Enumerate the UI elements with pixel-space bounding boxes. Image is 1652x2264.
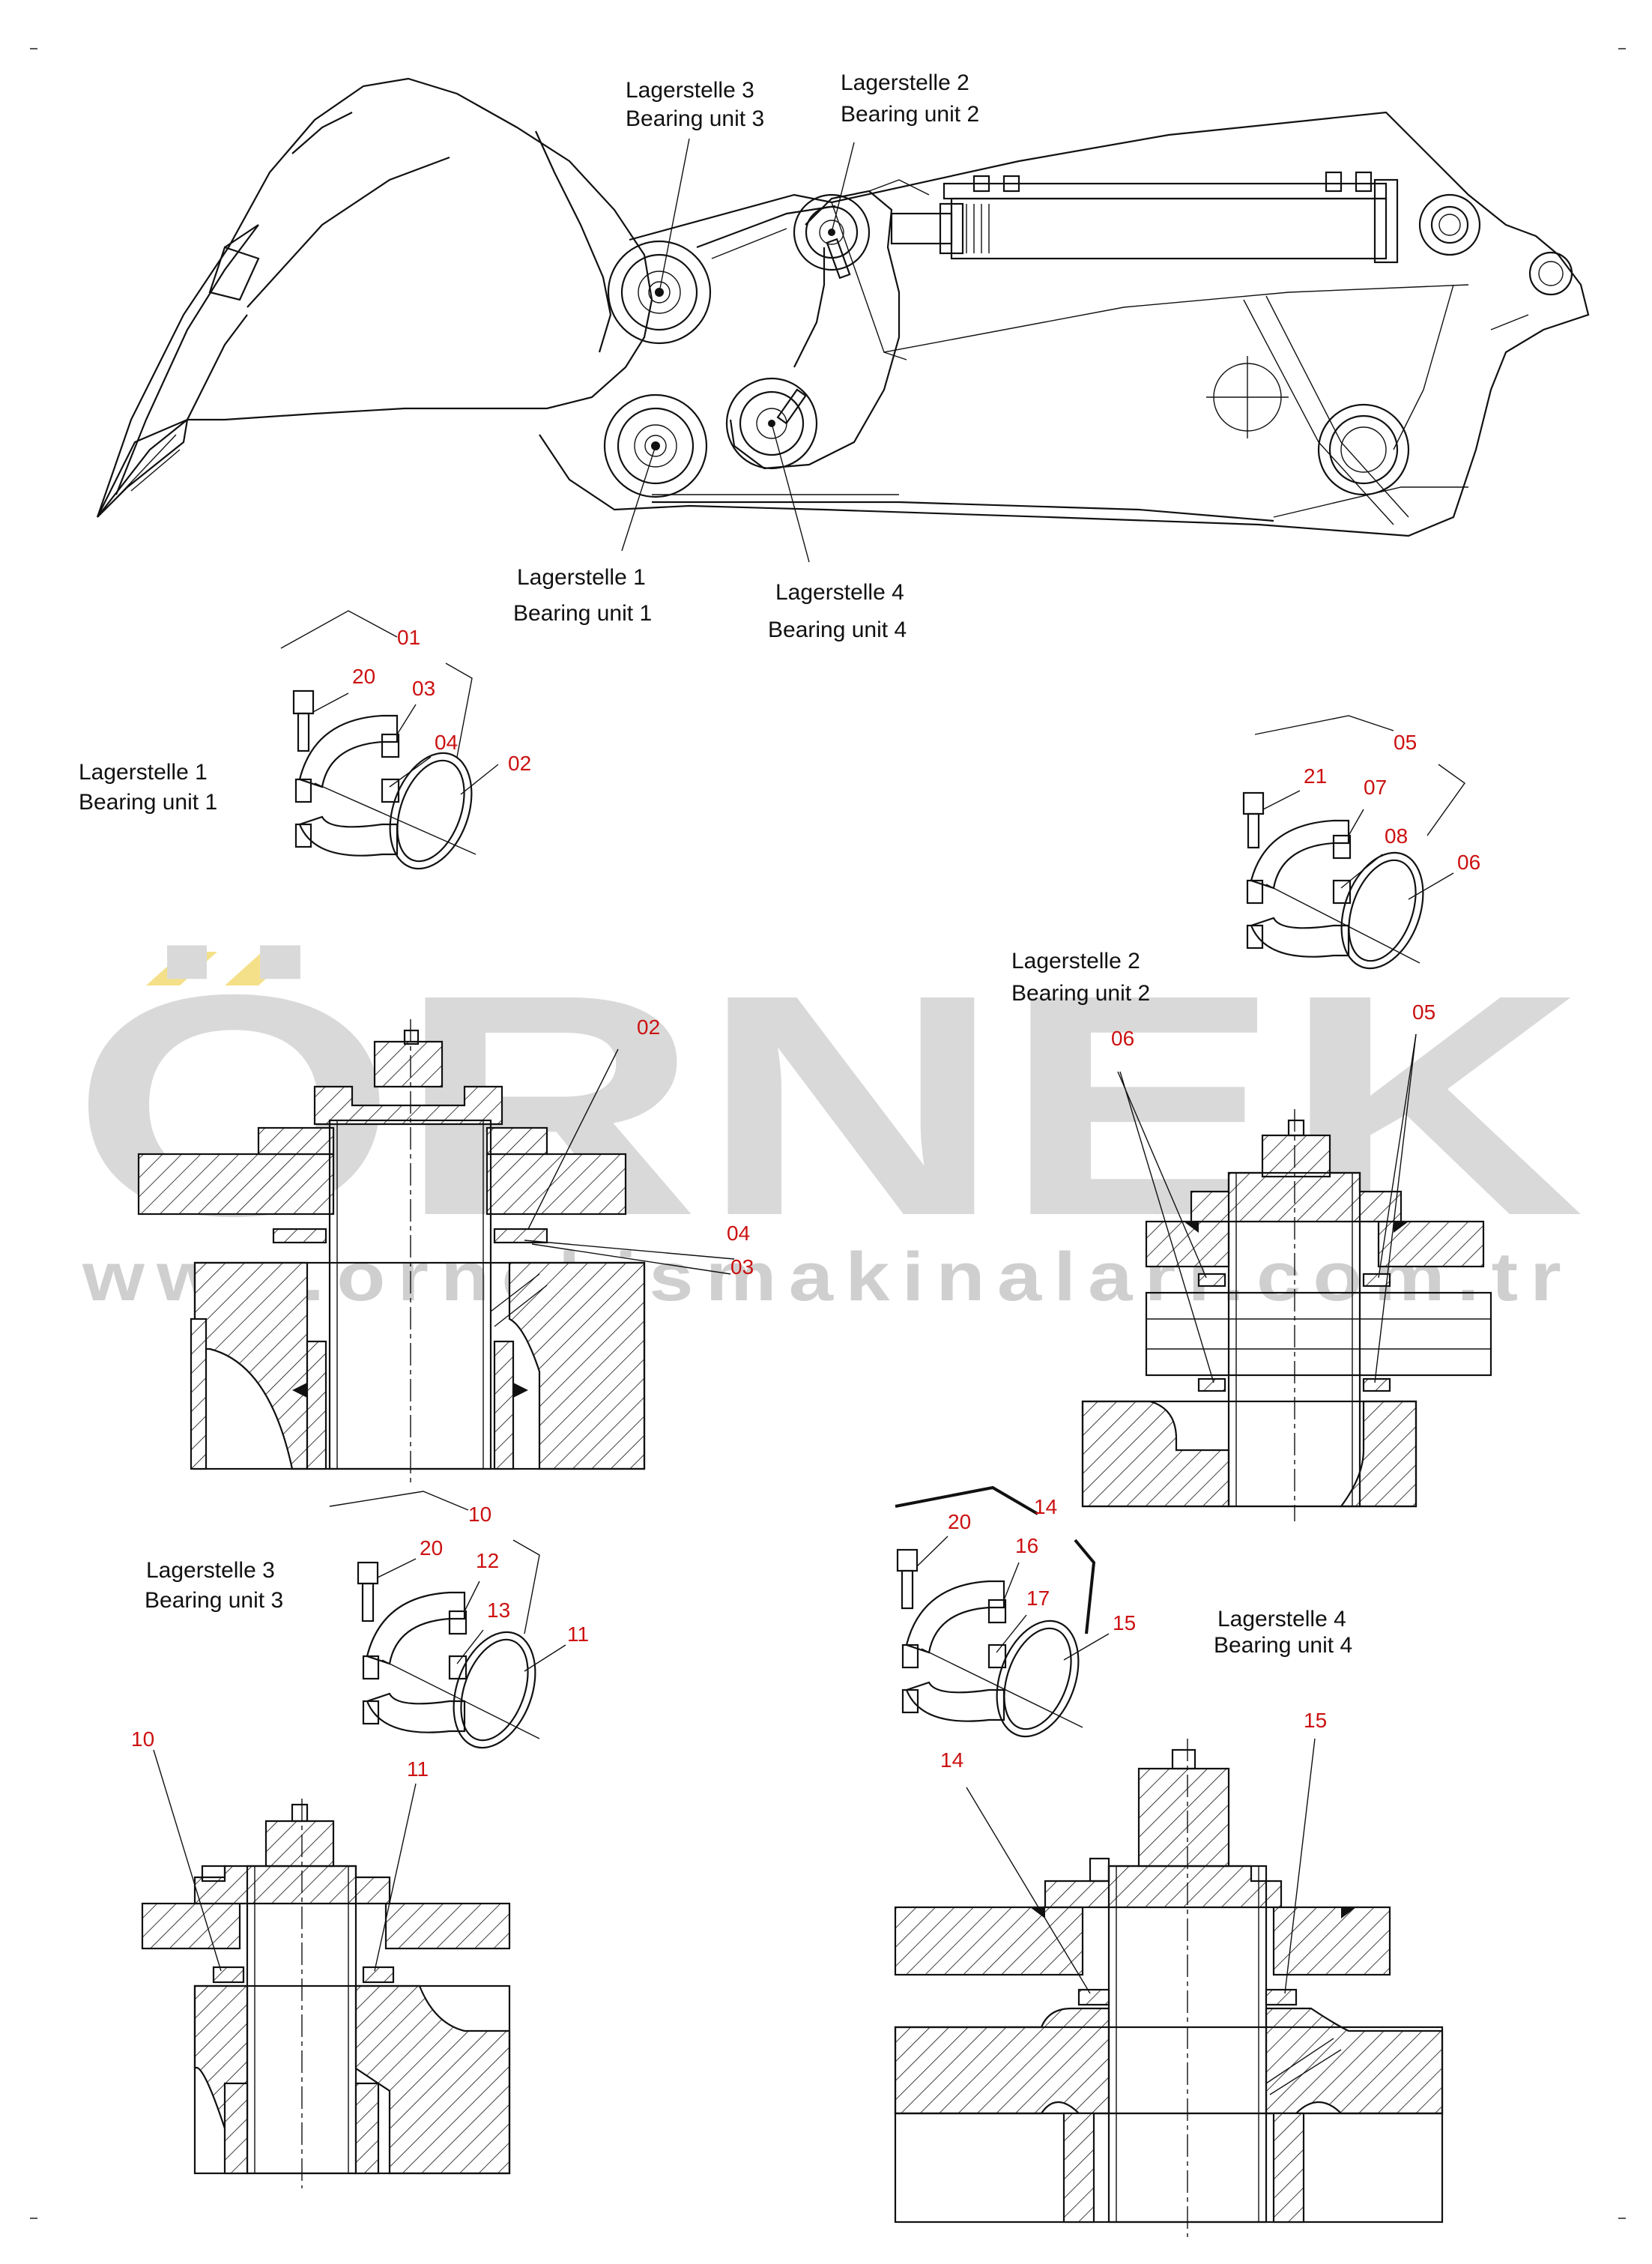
section-bearing-unit-2: 06 05 xyxy=(1081,1000,1492,1521)
kit4-bolt-number: 20 xyxy=(948,1510,971,1533)
kit4-clamp-top-number: 16 xyxy=(1015,1534,1038,1557)
callout-bu2-line2: Bearing unit 2 xyxy=(841,102,979,127)
bucket xyxy=(96,77,653,518)
kit1-clamp-bottom-number: 04 xyxy=(435,731,458,754)
sec1-clamp-bottom-number: 04 xyxy=(727,1222,750,1245)
kit3-clamp-bottom-number: 13 xyxy=(487,1599,510,1622)
kit4-number: 14 xyxy=(1034,1495,1057,1518)
boom-pivot xyxy=(1317,403,1410,496)
sec2-left-number: 06 xyxy=(1111,1027,1134,1050)
kit2-clamp-bottom-number: 08 xyxy=(1385,824,1408,848)
section-bearing-unit-4: 14 15 xyxy=(894,1709,1444,2237)
watermark-accent-right xyxy=(225,952,296,985)
callout-bu4-line2: Bearing unit 4 xyxy=(768,618,907,642)
callout-bu1-line1: Lagerstelle 1 xyxy=(517,565,646,590)
overview-bucket-and-stick: Lagerstelle 3 Bearing unit 3 Lagerstelle… xyxy=(96,70,1590,642)
kit-bearing-unit-3: Lagerstelle 3 Bearing unit 3 10 20 12 13… xyxy=(145,1491,589,1749)
kit3-bolt-number: 20 xyxy=(420,1536,443,1560)
callout-bu2-line1: Lagerstelle 2 xyxy=(841,70,969,95)
bearing-point-3 xyxy=(607,240,712,345)
sec2-right-number: 05 xyxy=(1412,1000,1435,1024)
sec3-right-number: 11 xyxy=(407,1757,429,1781)
kit2-number: 05 xyxy=(1394,731,1417,754)
kit1-number: 01 xyxy=(397,626,420,649)
sec4-left-number: 14 xyxy=(940,1748,963,1772)
kit-bearing-unit-4: 14 20 16 17 15 Lagerstelle 4 Bearing uni… xyxy=(895,1485,1352,1738)
sec3-left-number: 10 xyxy=(131,1727,154,1751)
watermark-accent-left xyxy=(146,952,217,985)
callout-bu1-line2: Bearing unit 1 xyxy=(513,601,652,626)
kit2-clamp-top-number: 07 xyxy=(1364,776,1387,799)
bearing-point-1 xyxy=(603,393,708,498)
watermark-url: www.ornekismakinalari.com.tr xyxy=(82,1239,1573,1315)
callout-bu4-line1: Lagerstelle 4 xyxy=(775,580,904,605)
kit3-title-line2: Bearing unit 3 xyxy=(145,1588,283,1613)
section-bearing-unit-1: 02 04 03 xyxy=(137,1015,754,1484)
kit3-clamp-top-number: 12 xyxy=(476,1549,499,1572)
callout-bu3-line2: Bearing unit 3 xyxy=(626,106,764,131)
kit1-ring-number: 02 xyxy=(508,752,531,775)
sec1-ring-number: 02 xyxy=(637,1015,660,1039)
stick-eye xyxy=(1528,251,1573,296)
stick xyxy=(539,111,1590,537)
kit2-title-line2: Bearing unit 2 xyxy=(1011,981,1150,1006)
bucket-cylinder xyxy=(890,171,1481,264)
kit4-title-line2: Bearing unit 4 xyxy=(1214,1633,1352,1658)
section-bearing-unit-3: 10 11 xyxy=(131,1727,511,2188)
bearing-point-4 xyxy=(725,377,818,470)
kit3-ring-number: 11 xyxy=(567,1622,589,1646)
kit2-ring-number: 06 xyxy=(1457,851,1480,874)
kit2-bolt-number: 21 xyxy=(1304,764,1327,788)
bearing-point-2 xyxy=(793,193,871,280)
kit-bearing-unit-2: 05 21 07 08 06 Lagerstelle 2 Bearing uni… xyxy=(1011,715,1480,1006)
centerline-mark xyxy=(1206,356,1289,438)
kit3-number: 10 xyxy=(468,1503,491,1526)
kit1-clamp-top-number: 03 xyxy=(412,677,435,700)
kit-bearing-unit-1: Lagerstelle 1 Bearing unit 1 01 20 03 04… xyxy=(79,610,531,870)
kit4-title-line1: Lagerstelle 4 xyxy=(1217,1607,1346,1631)
sec1-clamp-top-number: 03 xyxy=(730,1255,754,1279)
kit1-bolt-number: 20 xyxy=(352,665,375,688)
kit1-title-line2: Bearing unit 1 xyxy=(79,790,217,815)
kit1-title-line1: Lagerstelle 1 xyxy=(79,760,208,785)
kit3-title-line1: Lagerstelle 3 xyxy=(146,1558,275,1583)
kit4-ring-number: 15 xyxy=(1113,1611,1136,1634)
sheet-corner-marks xyxy=(30,48,1626,2219)
kit4-clamp-bottom-number: 17 xyxy=(1026,1587,1050,1610)
callout-bu3-line1: Lagerstelle 3 xyxy=(626,78,754,103)
kit2-title-line1: Lagerstelle 2 xyxy=(1011,949,1140,973)
watermark: ÖRNEK www.ornekismakinalari.com.tr xyxy=(71,930,1585,1315)
sec4-right-number: 15 xyxy=(1304,1709,1327,1732)
